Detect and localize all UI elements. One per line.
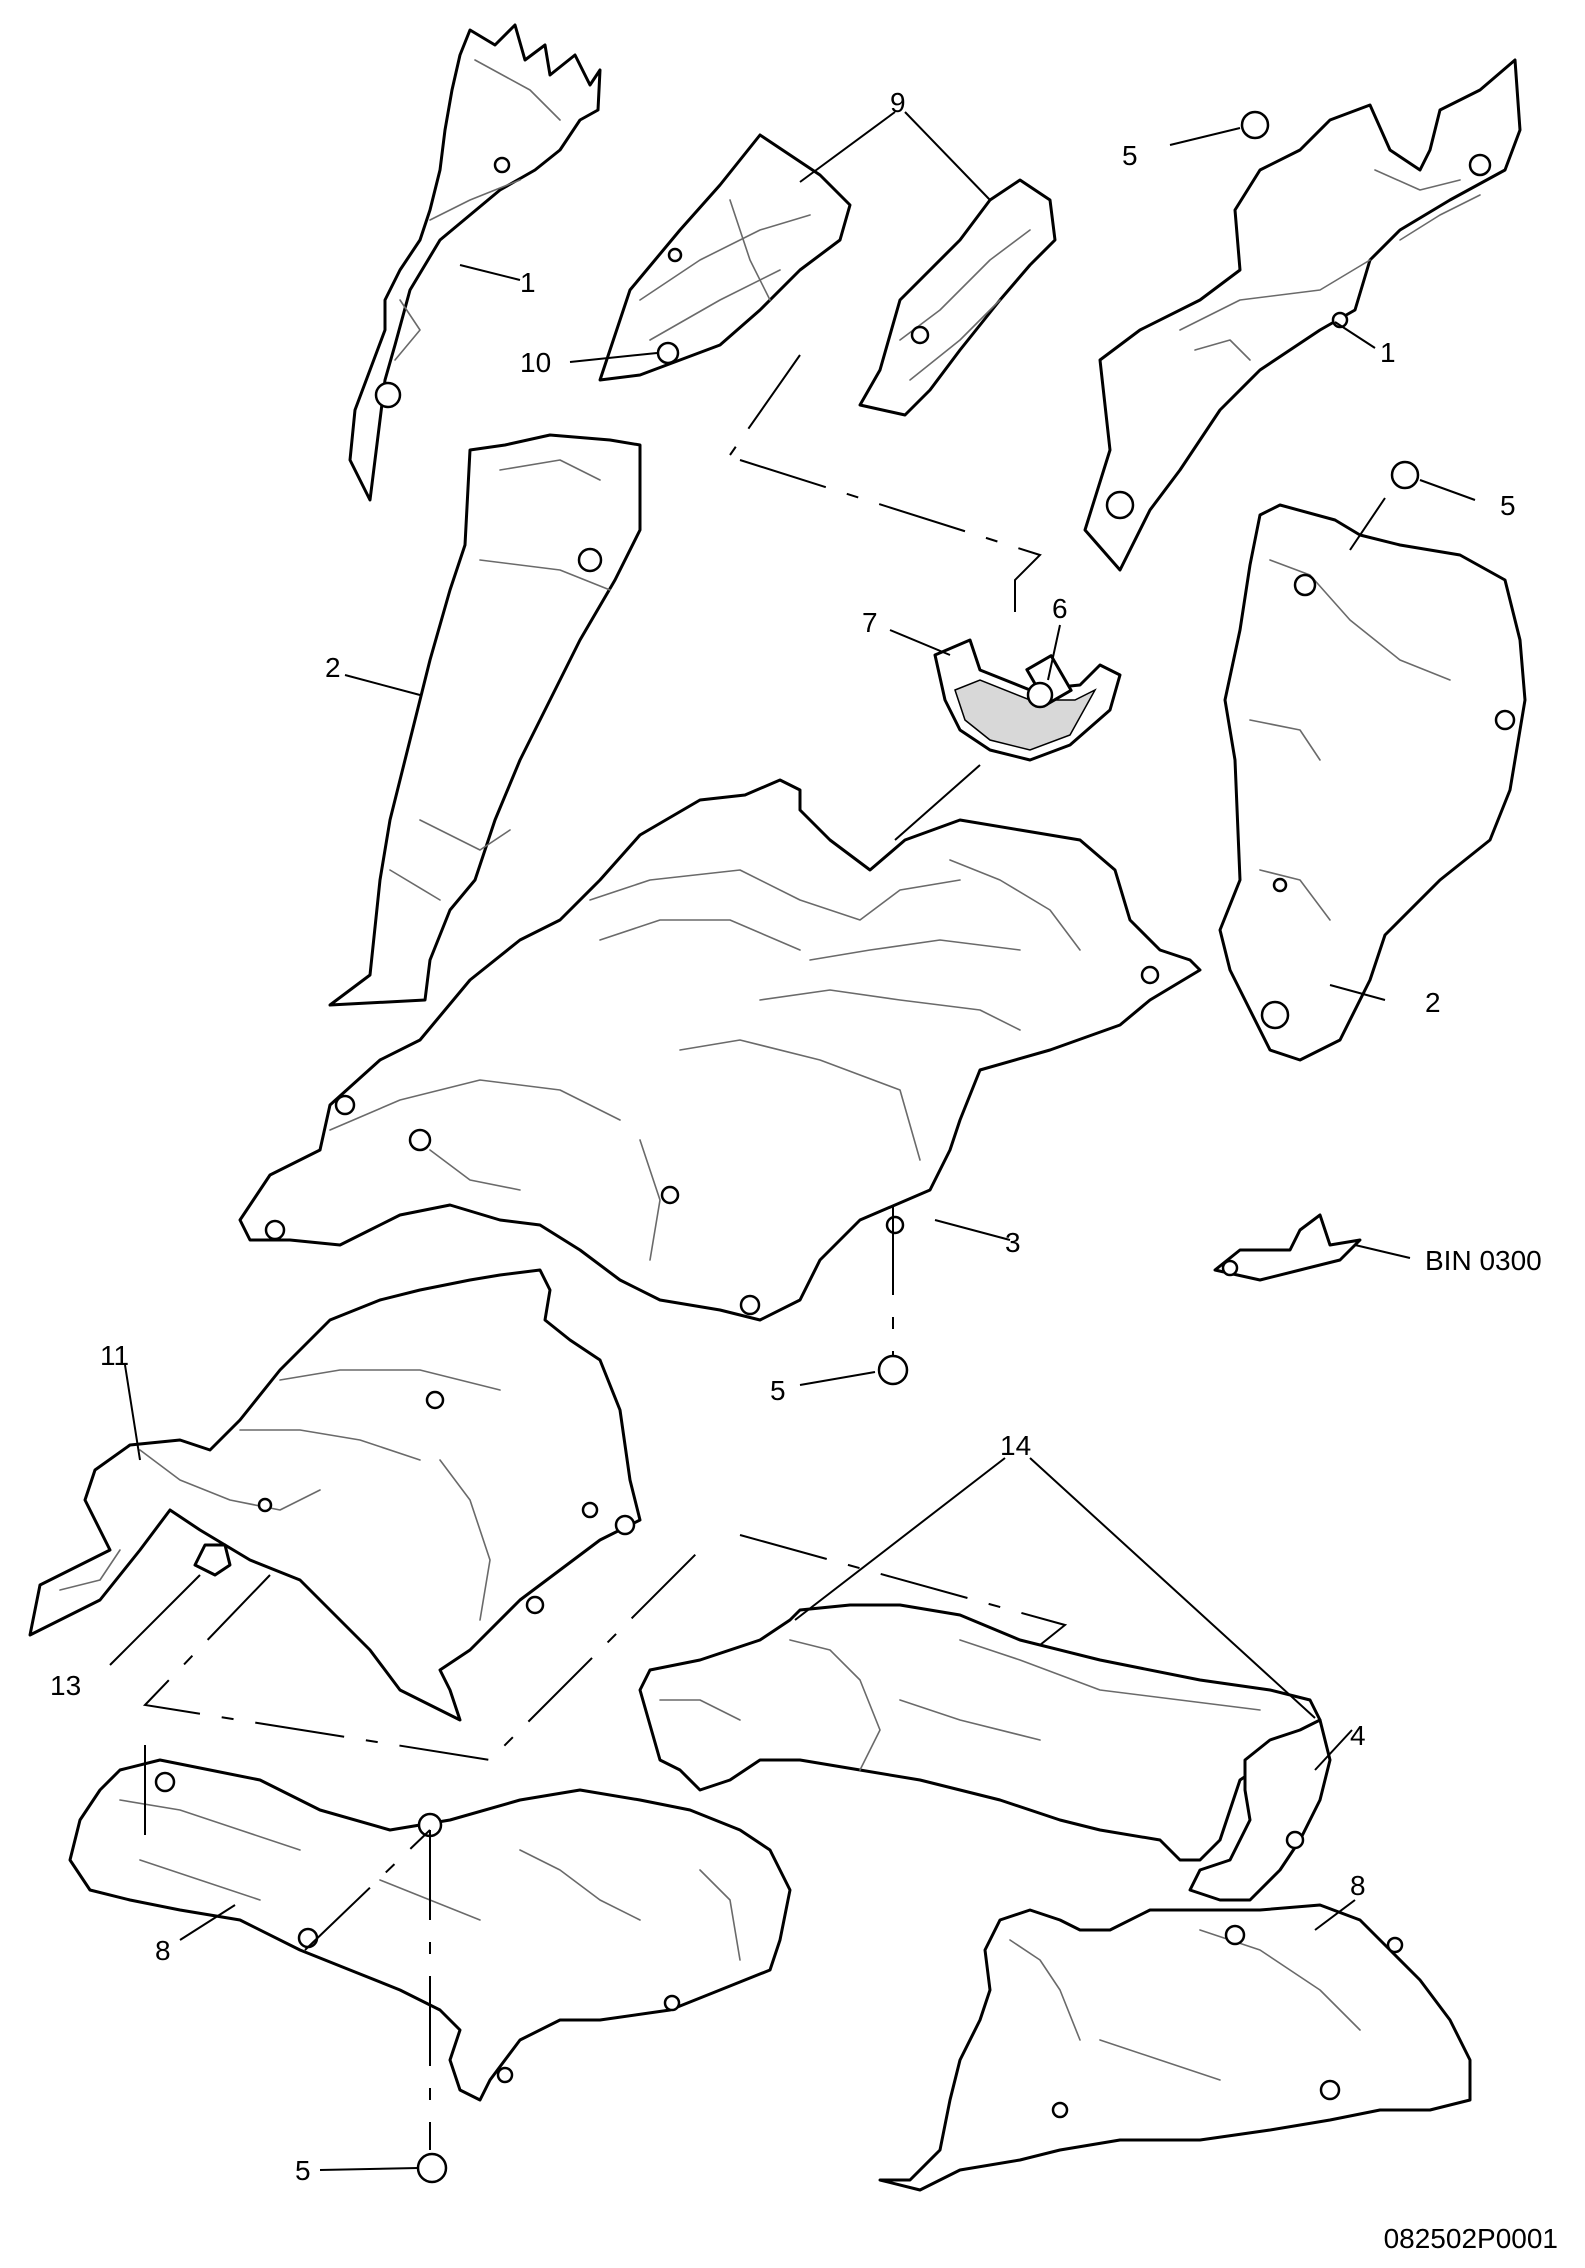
callout-8-left: 8: [155, 1935, 171, 1966]
assembly-line-lower-right: [739, 1534, 1068, 1646]
callout-5-bottom: 5: [295, 2155, 311, 2186]
callout-9: 9: [890, 87, 906, 118]
nut-part-5-top: [1240, 110, 1270, 140]
callout-7: 7: [862, 607, 878, 638]
heat-shield-part-1-right: [1083, 58, 1522, 572]
assembly-line-center-a: [729, 354, 801, 456]
callout-10: 10: [520, 347, 551, 378]
heat-shield-part-2-left: [328, 433, 642, 1007]
bracket-bin-0300: [1213, 1213, 1362, 1282]
callout-2-left: 2: [325, 652, 341, 683]
callout-6: 6: [1052, 593, 1068, 624]
assembly-line-part8-diag: [304, 1829, 431, 1951]
callout-3: 3: [1005, 1227, 1021, 1258]
clip-part-13: [193, 1543, 232, 1577]
heat-shield-part-8-left: [68, 1758, 792, 2102]
nut-part-10: [656, 341, 680, 365]
heat-shield-part-8-right: [878, 1903, 1472, 2192]
nut-part-5-center: [877, 1354, 909, 1386]
leader-lines: [109, 111, 1476, 2171]
callout-5-right: 5: [1500, 490, 1516, 521]
nut-part-5-right: [1390, 460, 1420, 490]
callout-5-top: 5: [1122, 140, 1138, 171]
callout-14: 14: [1000, 1430, 1031, 1461]
heat-shield-part-1-left: [348, 23, 602, 502]
heat-shield-part-2-right: [1218, 503, 1527, 1062]
assembly-line-upper: [739, 459, 1042, 620]
heat-shield-part-9-a: [598, 133, 852, 382]
callout-13: 13: [50, 1670, 81, 1701]
heat-shield-part-11: [28, 1268, 642, 1722]
assembly-line-lower-left: [142, 1544, 706, 1762]
callout-5-center: 5: [770, 1375, 786, 1406]
nut-part-5-bottom: [416, 2152, 448, 2184]
callout-1-left: 1: [520, 267, 536, 298]
heat-shield-part-14: [638, 1603, 1322, 1862]
bracket-part-7: [933, 638, 1122, 762]
drawing-number: 082502P0001: [1384, 2223, 1558, 2254]
callout-2-right: 2: [1425, 987, 1441, 1018]
heat-shield-part-3: [238, 778, 1202, 1322]
bracket-part-4: [1188, 1718, 1332, 1902]
callout-11: 11: [100, 1340, 129, 1371]
heat-shield-part-9-b: [858, 178, 1057, 417]
callout-4: 4: [1350, 1720, 1366, 1751]
callout-1-right: 1: [1380, 337, 1396, 368]
callout-bin-0300: BIN 0300: [1425, 1245, 1542, 1276]
callout-8-right: 8: [1350, 1870, 1366, 1901]
